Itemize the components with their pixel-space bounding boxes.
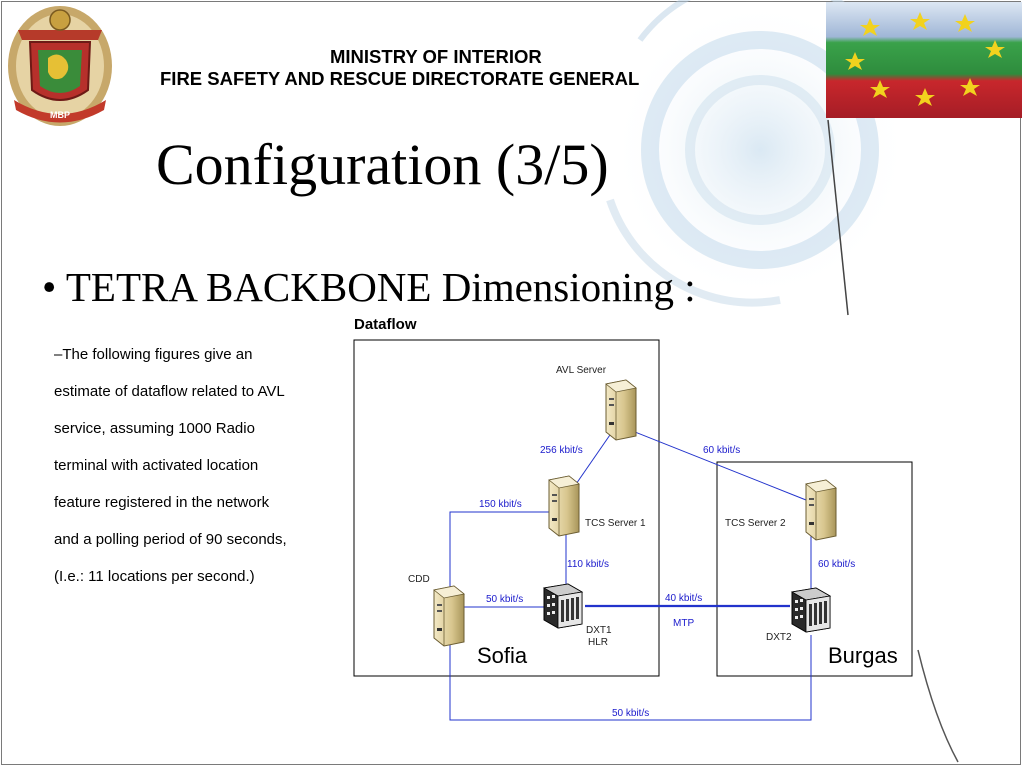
avl-server-icon <box>605 379 637 441</box>
burgas-site-box <box>716 461 913 677</box>
rate-cdd-dxt2: 50 kbit/s <box>612 708 649 719</box>
description-line: feature registered in the network <box>54 494 270 511</box>
rate-cdd-tcs1: 150 kbit/s <box>479 499 522 510</box>
rate-avl-tcs2: 60 kbit/s <box>703 445 740 456</box>
link-cdd-tcs1 <box>449 511 552 590</box>
description-line: and a polling period of 90 seconds, <box>54 531 287 548</box>
rate-avl-tcs1: 256 kbit/s <box>540 445 583 456</box>
tcs-server-2-label: TCS Server 2 <box>725 518 786 529</box>
diagram-title: Dataflow <box>354 316 417 333</box>
rate-dxt1-dxt2: 40 kbit/s <box>665 593 702 604</box>
tcs-server-1-icon <box>548 475 580 537</box>
rate-tcs1-dxt1: 110 kbit/s <box>567 559 609 570</box>
emblem-text: МВР <box>50 110 70 120</box>
slide-title: Configuration (3/5) <box>156 132 609 197</box>
avl-server-label: AVL Server <box>556 365 607 376</box>
description-text: –The following figures give an estimate … <box>54 338 344 597</box>
mtp-label: MTP <box>673 618 694 629</box>
tcs-server-2-icon <box>805 479 837 541</box>
sofia-label: Sofia <box>477 643 528 668</box>
ministry-line-2: FIRE SAFETY AND RESCUE DIRECTORATE GENER… <box>160 68 640 89</box>
rate-cdd-dxt1: 50 kbit/s <box>486 594 523 605</box>
description-line: service, assuming 1000 Radio <box>54 420 255 437</box>
dxt2-label: DXT2 <box>766 632 792 643</box>
sofia-site-box <box>353 339 660 677</box>
ministry-line-1: MINISTRY OF INTERIOR <box>330 46 542 67</box>
burgas-label: Burgas <box>828 643 898 668</box>
bullet-heading: • TETRA BACKBONE Dimensioning : <box>42 264 696 310</box>
rate-tcs2-dxt2: 60 kbit/s <box>818 559 855 570</box>
dxt1-label: DXT1 <box>586 625 612 636</box>
description-line: –The following figures give an <box>54 346 253 363</box>
cdd-server-icon <box>433 585 465 647</box>
description-line: (I.e.: 11 locations per second.) <box>54 568 255 585</box>
cdd-label: CDD <box>408 574 430 585</box>
description-line: terminal with activated location <box>54 457 259 474</box>
description-line: estimate of dataflow related to AVL <box>54 383 285 400</box>
dxt1-switch-icon <box>543 583 583 629</box>
hlr-label: HLR <box>588 637 608 648</box>
dxt2-switch-icon <box>791 587 831 633</box>
link-avl-tcs2 <box>624 427 807 501</box>
link-cdd-dxt2 <box>449 635 812 721</box>
tcs-server-1-label: TCS Server 1 <box>585 518 646 529</box>
ministry-header: MINISTRY OF INTERIOR FIRE SAFETY AND RES… <box>160 46 840 90</box>
